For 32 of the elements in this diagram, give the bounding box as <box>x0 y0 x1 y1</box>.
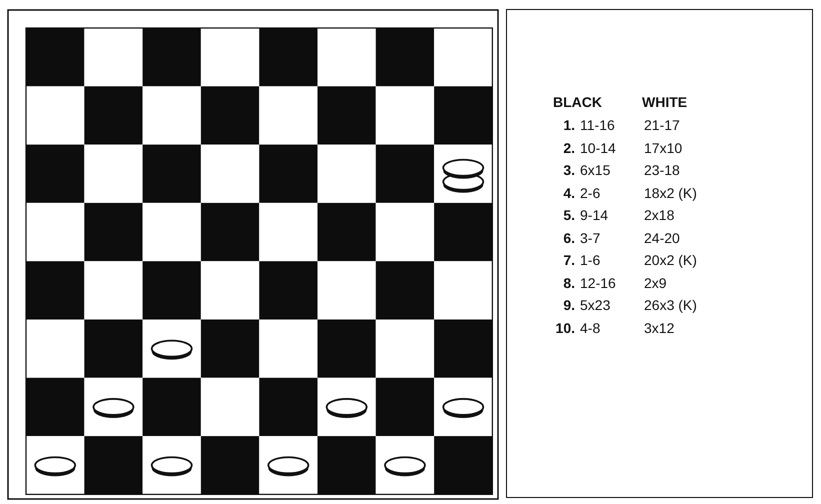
move-number: 3. <box>563 162 575 178</box>
move-number: 5. <box>563 207 575 223</box>
move-notation: 4-8 <box>580 320 600 336</box>
column-header: WHITE <box>642 94 688 110</box>
move-notation: 21-17 <box>644 117 680 133</box>
move-notation: 5x23 <box>580 297 610 313</box>
move-notation: 11-16 <box>580 117 615 133</box>
move-notation: 2x18 <box>644 207 674 223</box>
move-notation: 23-18 <box>644 162 680 178</box>
move-number: 7. <box>563 252 575 268</box>
move-notation: 3x12 <box>644 320 674 336</box>
move-notation: 10-14 <box>580 140 616 156</box>
move-number: 1. <box>563 117 575 133</box>
move-notation: 24-20 <box>644 230 680 246</box>
move-notation: 18x2 (K) <box>644 184 697 200</box>
column-header: BLACK <box>553 94 602 110</box>
move-number: 6. <box>563 230 575 246</box>
move-number: 2. <box>563 140 575 156</box>
move-notation: 17x10 <box>644 140 682 156</box>
move-number: 4. <box>563 184 575 200</box>
move-number: 9. <box>563 297 575 313</box>
move-notation: 12-16 <box>580 274 616 290</box>
move-notation: 20x2 (K) <box>644 252 697 268</box>
move-number: 10. <box>556 320 575 336</box>
move-notation: 3-7 <box>580 230 600 246</box>
move-notation: 1-6 <box>580 252 600 268</box>
move-notation: 2-6 <box>580 184 600 200</box>
move-number: 8. <box>563 274 575 290</box>
move-notation: 26x3 (K) <box>644 297 697 313</box>
move-notation: 6x15 <box>580 162 610 178</box>
move-notation: 9-14 <box>580 207 608 223</box>
move-notation: 2x9 <box>644 274 667 290</box>
